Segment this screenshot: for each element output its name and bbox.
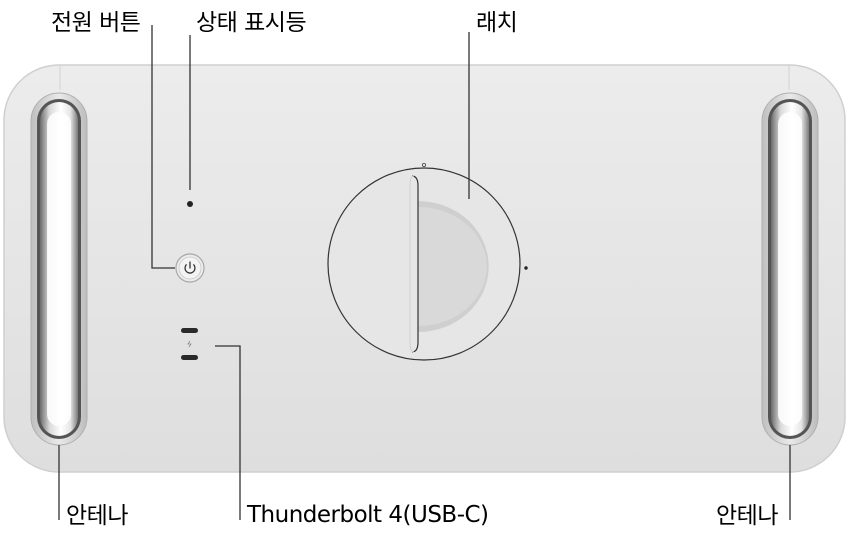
leader-lines	[58, 25, 791, 520]
latch-lock-mark	[524, 266, 528, 270]
latch-edge	[411, 175, 419, 353]
thunderbolt-port-1[interactable]	[181, 328, 198, 333]
right-handle	[761, 92, 819, 446]
antenna-right-label: 안테나	[716, 503, 778, 529]
latch-unlock-mark	[421, 162, 426, 167]
thunderbolt-label: Thunderbolt 4(USB-C)	[247, 502, 489, 528]
thunderbolt-icon	[187, 340, 192, 348]
leader-power-button	[151, 25, 175, 269]
latch-handle	[418, 207, 487, 327]
leader-thunderbolt	[215, 345, 241, 520]
status-indicator-light	[187, 201, 193, 207]
thunderbolt-port-2[interactable]	[181, 355, 198, 360]
left-handle	[30, 92, 88, 446]
power-button-label: 전원 버튼	[51, 10, 141, 36]
power-button[interactable]	[175, 253, 205, 283]
latch[interactable]	[327, 162, 528, 361]
latch-label: 래치	[476, 10, 518, 36]
antenna-left-label: 안테나	[66, 503, 128, 529]
status-indicator-label: 상태 표시등	[196, 10, 307, 36]
power-icon	[184, 261, 196, 274]
